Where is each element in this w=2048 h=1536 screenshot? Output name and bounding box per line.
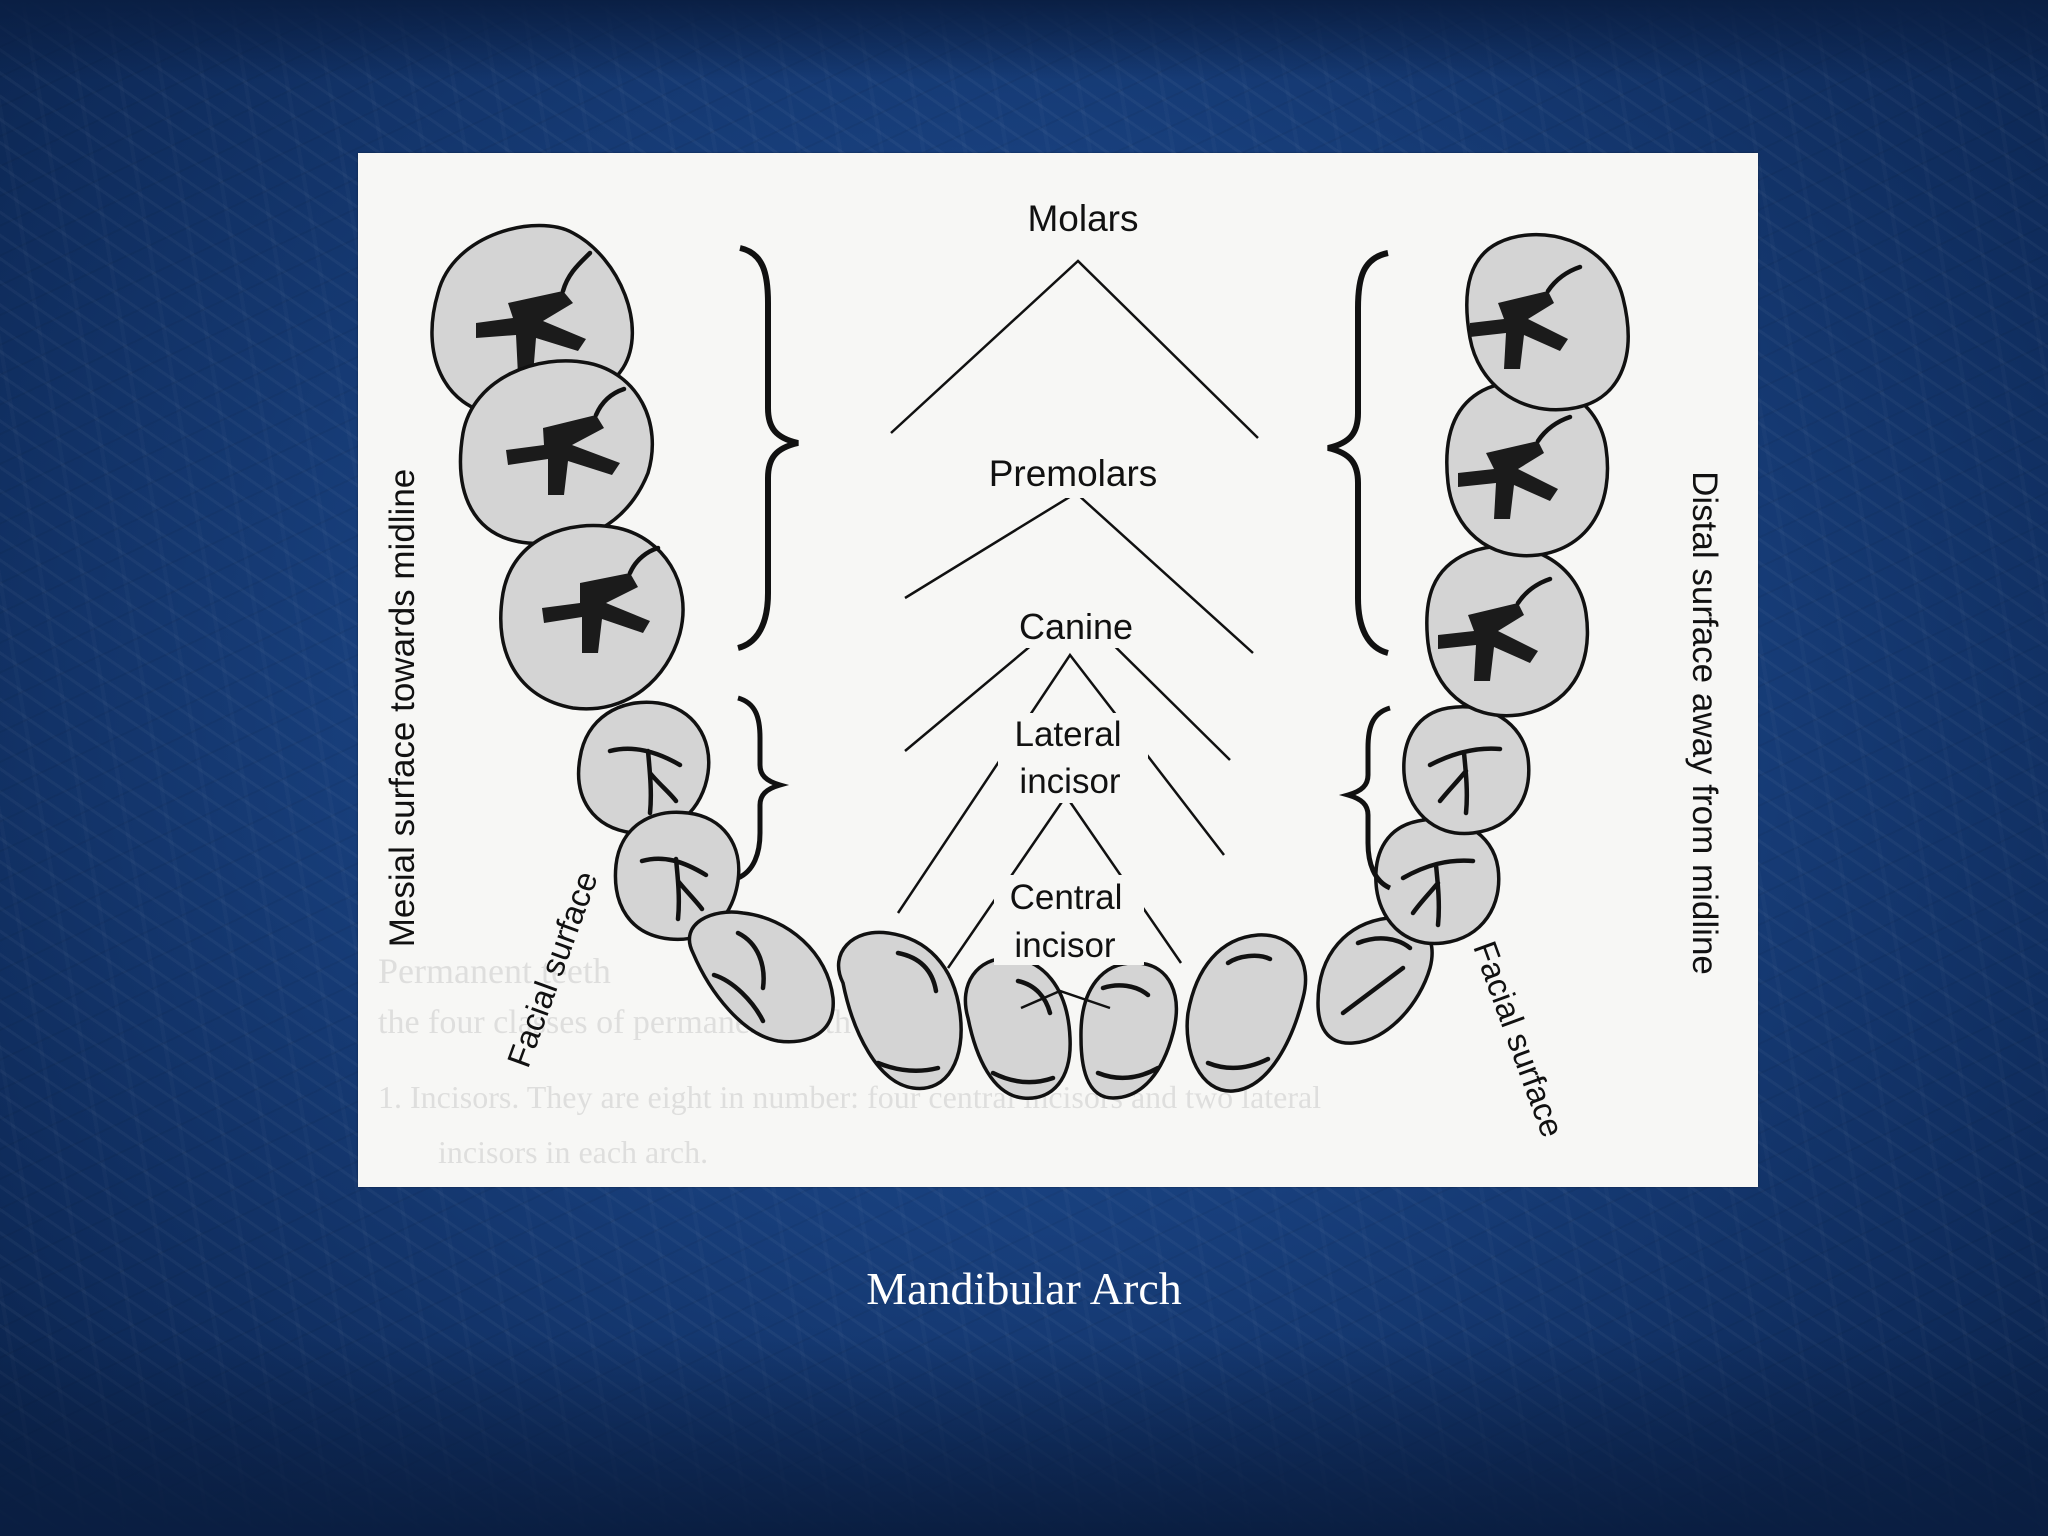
mandibular-arch-figure: Permanent teeth the four classes of perm… — [358, 153, 1758, 1187]
chevron-lateral-incisor — [896, 652, 1225, 914]
chevron-central-incisor-pointer — [1020, 989, 1111, 1010]
label-distal-surface: Distal surface away from midline — [1685, 471, 1724, 975]
label-bg-molars — [1002, 193, 1152, 243]
tooth-left-central-incisor — [963, 956, 1072, 1100]
slide-caption: Mandibular Arch — [866, 1263, 1182, 1314]
arch-diagram: Permanent teeth the four classes of perm… — [378, 193, 1724, 1170]
bottom-band — [0, 1336, 2048, 1536]
bleed-text-1: Permanent teeth — [378, 951, 611, 991]
tooth-left-premolar-1 — [613, 810, 741, 942]
tooth-left-molar-1 — [499, 523, 685, 711]
bleed-text-3: 1. Incisors. They are eight in number: f… — [378, 1079, 1321, 1115]
label-premolars: Premolars — [989, 453, 1158, 494]
brace-left-premolars — [736, 695, 790, 881]
label-facial-surface-right: Facial surface — [1466, 936, 1571, 1142]
tooth-right-molar-3 — [1465, 232, 1630, 412]
label-lateral-line2: incisor — [1019, 762, 1120, 801]
tooth-right-molar-1 — [1425, 544, 1590, 718]
brace-right-molars — [1327, 250, 1389, 656]
tooth-left-canine — [687, 910, 835, 1044]
label-mesial-surface: Mesial surface towards midline — [383, 469, 422, 948]
chevron-molars — [890, 259, 1259, 439]
tooth-right-central-incisor — [1079, 961, 1178, 1100]
label-central-line1: Central — [1010, 878, 1123, 917]
tooth-right-premolar-2 — [1402, 705, 1531, 836]
label-molars: Molars — [1027, 198, 1138, 239]
label-bg-canine — [998, 603, 1148, 648]
tooth-right-canine — [1316, 916, 1434, 1045]
label-central-line2: incisor — [1014, 926, 1115, 965]
brace-left-molars — [737, 245, 799, 651]
tooth-left-premolar-2 — [577, 700, 711, 836]
label-lateral-line1: Lateral — [1014, 715, 1121, 754]
label-canine: Canine — [1019, 606, 1133, 647]
brace-right-premolars — [1338, 705, 1392, 891]
label-bg-lateral — [998, 713, 1148, 803]
label-bg-premolars — [970, 448, 1180, 498]
bleed-text-4: incisors in each arch. — [438, 1134, 708, 1170]
tooth-right-lateral-incisor — [1185, 933, 1308, 1093]
tooth-left-lateral-incisor — [836, 930, 963, 1091]
tooth-left-molar-2 — [458, 359, 654, 546]
top-band — [0, 0, 2048, 80]
tooth-right-premolar-1 — [1374, 817, 1501, 946]
tooth-right-molar-2 — [1445, 379, 1610, 558]
label-bg-central — [994, 875, 1144, 965]
